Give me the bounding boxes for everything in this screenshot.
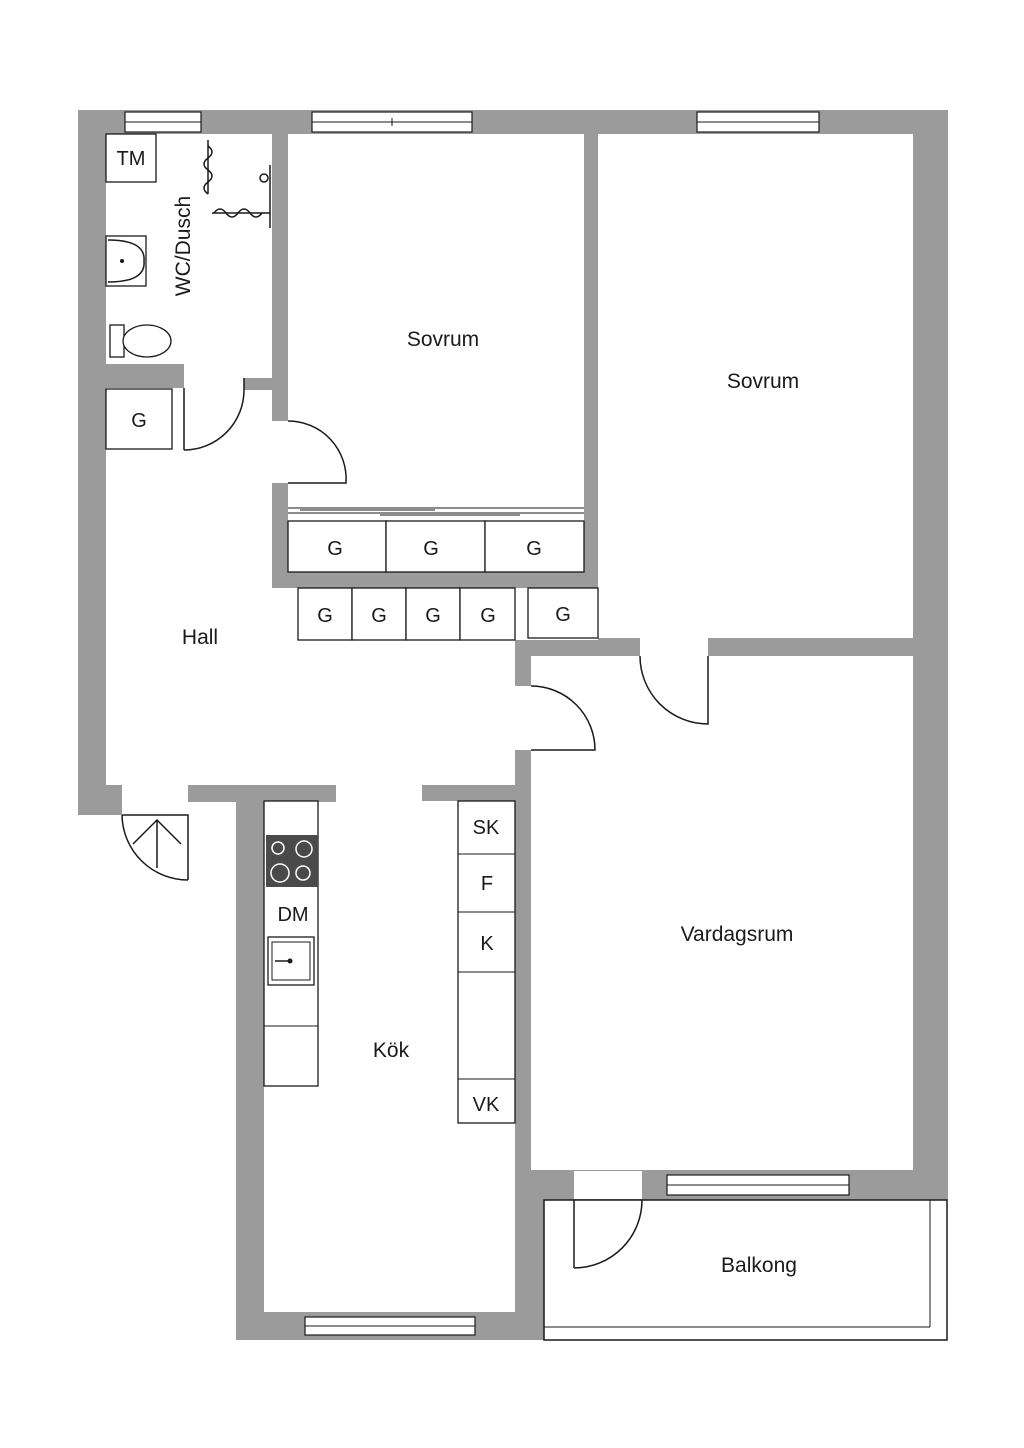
room-label-balcony: Balkong [721,1254,797,1277]
sk-label: SK [473,817,500,839]
kitchen-counter-right: SK F K VK [457,800,516,1124]
doors [121,378,709,1269]
svg-text:G: G [327,538,343,560]
bedroom-wardrobes: G G G [287,507,585,573]
room-label-bedroom-1: Sovrum [407,328,479,351]
balcony-outline [543,1199,948,1341]
room-label-kitchen: Kök [373,1039,410,1062]
kitchen-sink-icon [267,936,315,986]
tm-box [105,133,157,183]
walls [78,110,948,1340]
svg-text:G: G [131,410,147,432]
hall-wardrobe [405,587,461,641]
room-label-living: Vardagsrum [681,923,794,946]
svg-text:G: G [317,605,333,627]
entrance-arrow-icon [132,818,182,868]
stove-icon [266,835,318,887]
hall-wardrobe [351,587,407,641]
room-label-bedroom-2: Sovrum [727,370,799,393]
toilet-icon [109,324,172,358]
wc-fixtures: TM [105,133,271,358]
k-label: K [480,933,494,955]
svg-text:G: G [425,605,441,627]
f-label: F [481,873,493,895]
room-labels: WC/Dusch Sovrum Sovrum Hall Kök Vardagsr… [172,196,799,1277]
svg-text:G: G [480,605,496,627]
dm-label: DM [277,904,308,926]
hall-wardrobe [105,388,173,450]
room-label-hall: Hall [182,626,218,649]
hall-wardrobe [459,587,516,641]
svg-text:G: G [371,605,387,627]
vk-label: VK [473,1094,500,1116]
hall-storage: G G G G G G [105,388,599,641]
room-label-wc: WC/Dusch [172,196,195,296]
svg-text:G: G [526,538,542,560]
shower-icon [203,140,271,228]
svg-text:G: G [555,604,571,626]
kitchen-counter-left: DM [263,800,319,1087]
tm-label: TM [117,148,146,170]
hall-wardrobe [527,587,599,639]
sink-icon [105,235,147,287]
svg-text:G: G [423,538,439,560]
